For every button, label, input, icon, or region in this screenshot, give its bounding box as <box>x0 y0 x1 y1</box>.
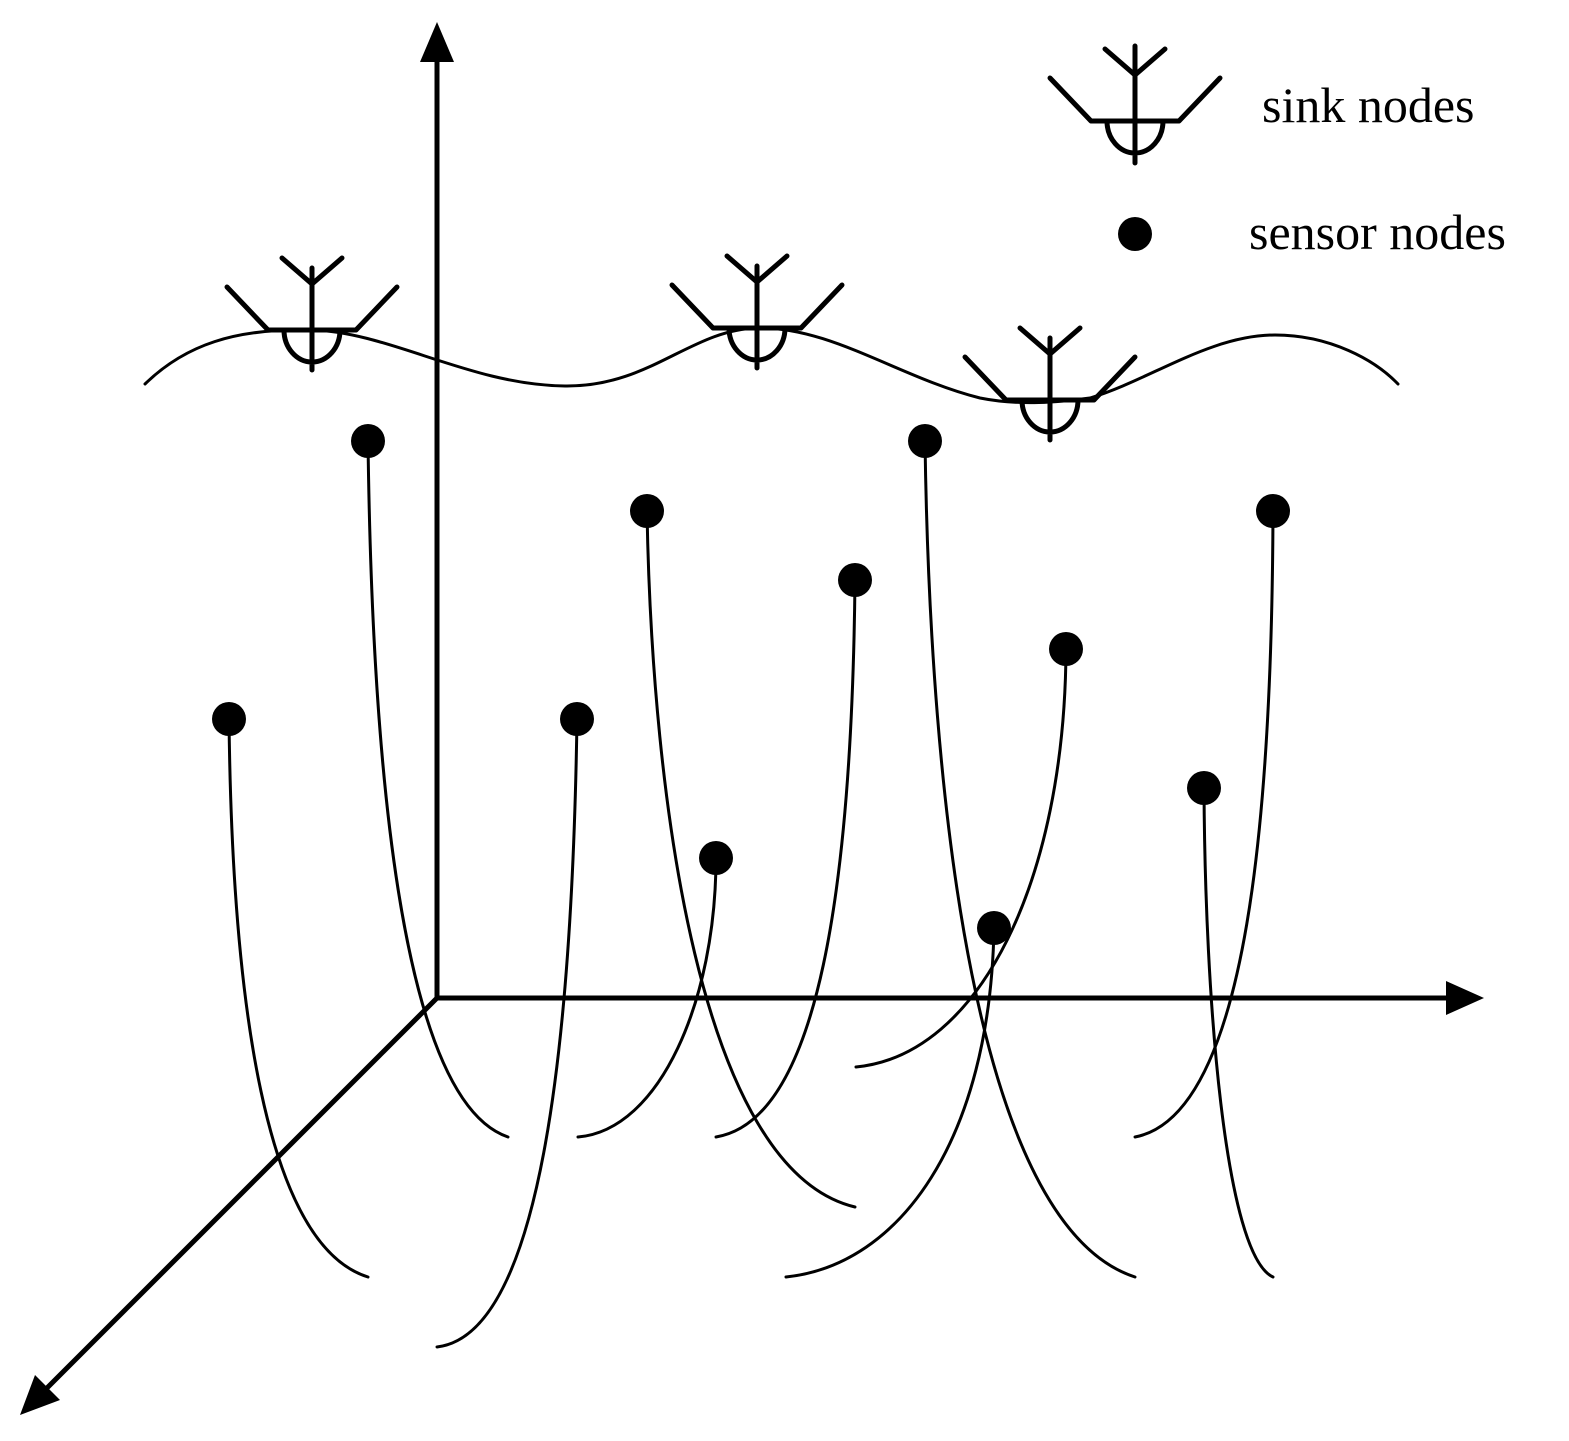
sensor-tether <box>923 439 1137 1279</box>
sensor-node <box>212 702 246 736</box>
sensor-tether <box>366 439 510 1139</box>
legend: sink nodes sensor nodes <box>1047 43 1506 260</box>
sensor-tether <box>1202 786 1275 1279</box>
legend-sensor-label: sensor nodes <box>1249 204 1506 260</box>
sensor-node <box>351 424 385 458</box>
legend-sink-label: sink nodes <box>1262 77 1475 133</box>
sensor-tether <box>227 717 370 1279</box>
water-surface-wave <box>143 326 1400 405</box>
sensor-tether <box>854 647 1068 1069</box>
vertical-axis-arrowhead <box>420 22 454 62</box>
sensor-node <box>699 841 733 875</box>
sensor-node <box>977 911 1011 945</box>
sensor-tether <box>1133 509 1275 1139</box>
coordinate-axes <box>20 22 1484 1415</box>
sensor-tether <box>645 509 857 1209</box>
horizontal-axis-arrowhead <box>1446 981 1484 1015</box>
sensor-node <box>838 563 872 597</box>
sensor-node <box>1049 632 1083 666</box>
sensor-node <box>908 424 942 458</box>
sensor-tether <box>784 926 996 1279</box>
sensor-tether <box>714 578 857 1139</box>
sensor-node <box>630 494 664 528</box>
sensor-nodes <box>212 424 1290 945</box>
sensor-node <box>1187 771 1221 805</box>
depth-axis-arrowhead <box>20 1375 60 1415</box>
sensor-tether <box>576 856 718 1139</box>
sensor-tether <box>435 717 579 1349</box>
sink-node-icon <box>962 325 1138 443</box>
legend-sensor-node-icon <box>1118 217 1152 251</box>
sink-node-icon <box>224 255 400 373</box>
sink-node-icon <box>669 253 845 371</box>
sensor-node <box>1256 494 1290 528</box>
sensor-tethers <box>227 439 1275 1349</box>
sensor-node <box>560 702 594 736</box>
legend-sink-node-icon <box>1047 43 1223 166</box>
sink-nodes <box>224 253 1138 443</box>
depth-axis <box>43 995 440 1392</box>
